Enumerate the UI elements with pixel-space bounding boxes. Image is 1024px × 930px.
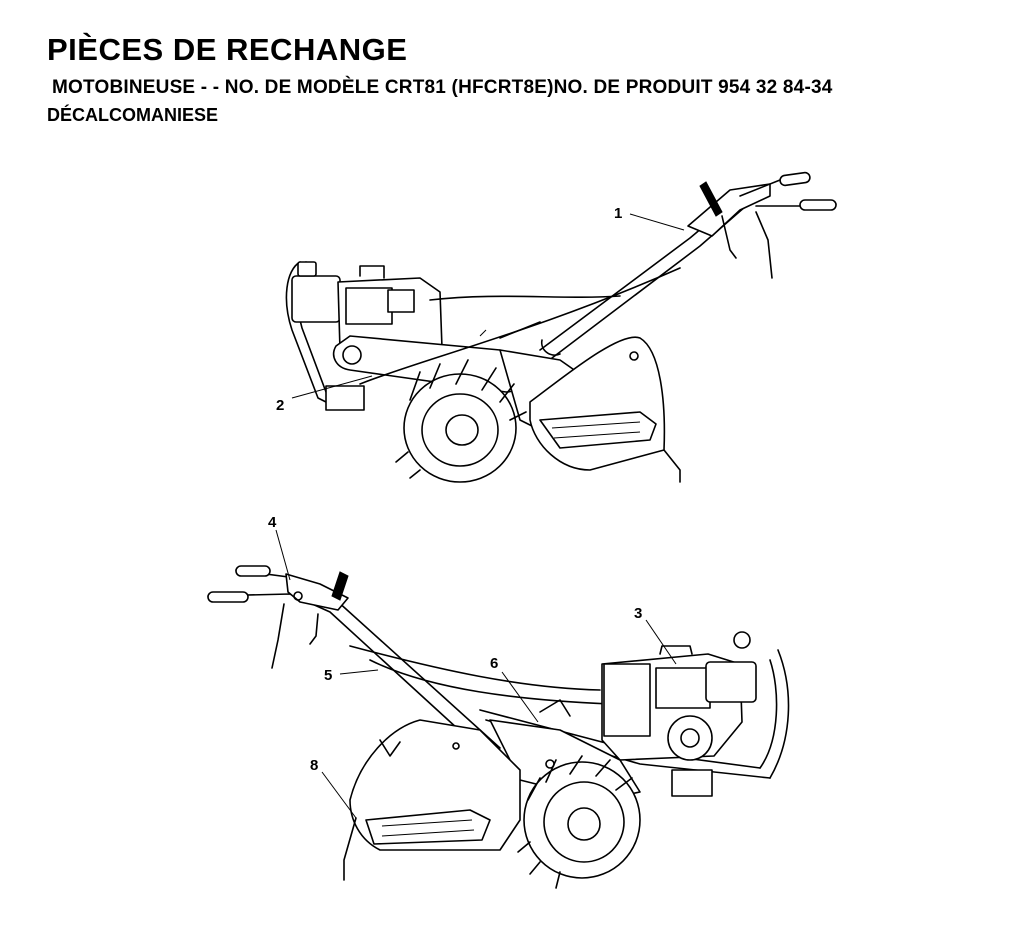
callout-8: 8 [310, 757, 357, 819]
callout-label: 6 [490, 655, 498, 672]
callout-label: 1 [614, 205, 622, 222]
page-title: PIÈCES DE RECHANGE [47, 32, 408, 67]
section-title: DÉCALCOMANIESE [47, 105, 219, 125]
callout-1: 1 [614, 205, 685, 231]
tiller-illustration-top [285, 171, 837, 483]
callout-6: 6 [490, 655, 539, 723]
callout-label: 4 [268, 514, 277, 531]
tiller-illustration-bottom [207, 565, 790, 889]
callout-5: 5 [324, 667, 379, 684]
callout-label: 8 [310, 757, 318, 774]
callout-label: 2 [276, 397, 284, 414]
callout-4: 4 [268, 514, 291, 581]
callout-2: 2 [276, 375, 373, 414]
callout-3: 3 [634, 605, 677, 665]
callout-label: 3 [634, 605, 642, 622]
callout-label: 5 [324, 667, 332, 684]
model-subtitle: MOTOBINEUSE - - NO. DE MODÈLE CRT81 (HFC… [52, 77, 833, 98]
